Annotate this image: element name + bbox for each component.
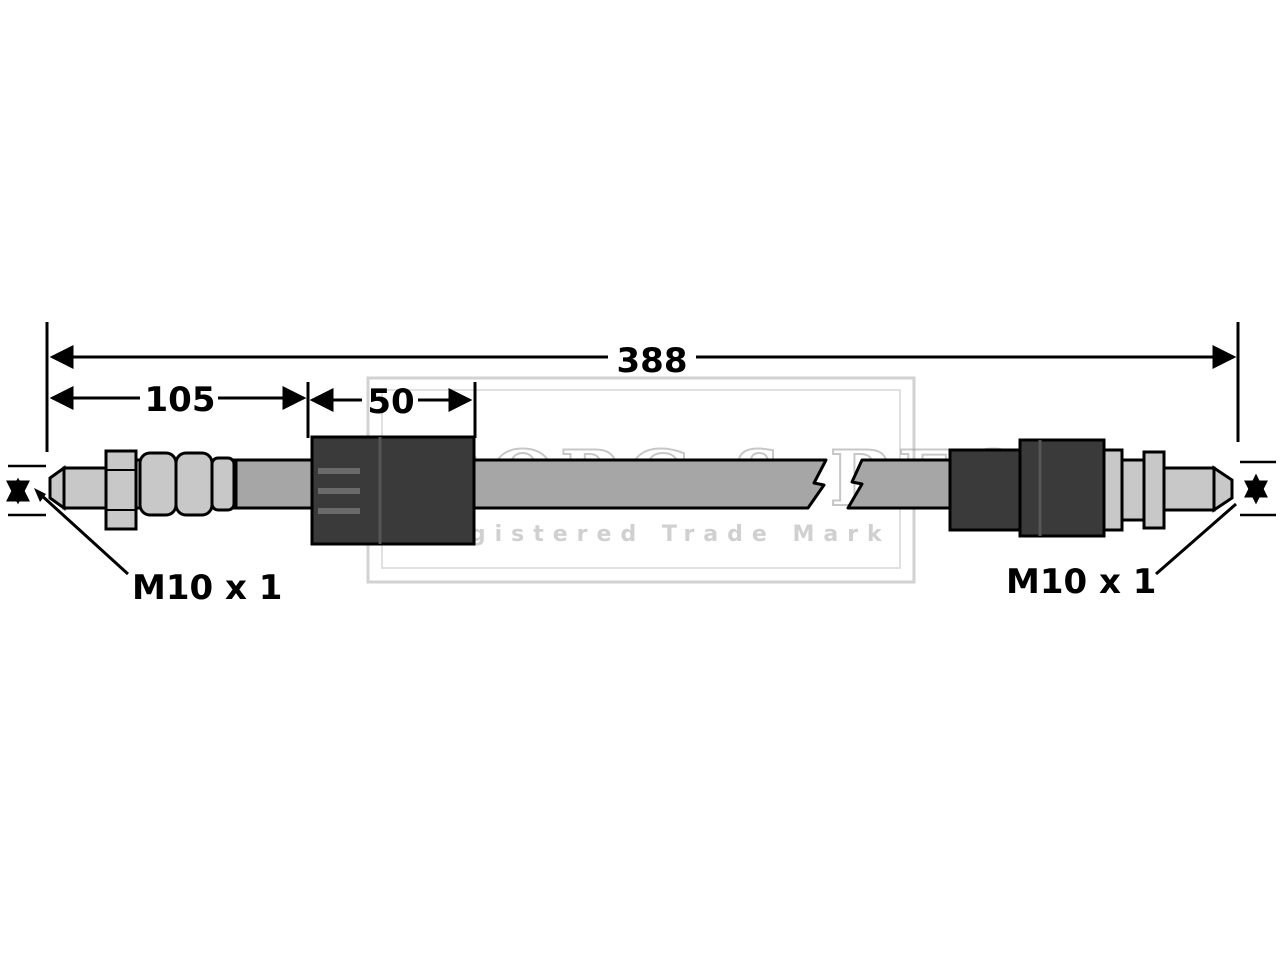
right-thread-label: M10 x 1 — [1006, 562, 1156, 602]
hose-main-segment-right — [846, 458, 952, 510]
left-thread-label: M10 x 1 — [132, 568, 282, 608]
dim-middle-segment: 50 — [367, 382, 414, 422]
hose-main-segment-left — [472, 458, 828, 510]
hose-assembly — [48, 435, 1234, 546]
thread-callouts: M10 x 1 M10 x 1 — [34, 488, 1237, 608]
leader-right-thread — [1155, 502, 1237, 576]
leader-left-thread — [38, 492, 130, 576]
hose-left-segment — [230, 458, 314, 510]
left-fitting — [48, 449, 238, 531]
dim-overall-length: 388 — [617, 341, 688, 381]
dim-left-segment: 105 — [145, 380, 216, 420]
dimensions: 388 105 50 — [5, 322, 1276, 517]
right-fitting — [948, 438, 1234, 538]
watermark-tagline: Registered Trade Mark — [420, 522, 891, 547]
